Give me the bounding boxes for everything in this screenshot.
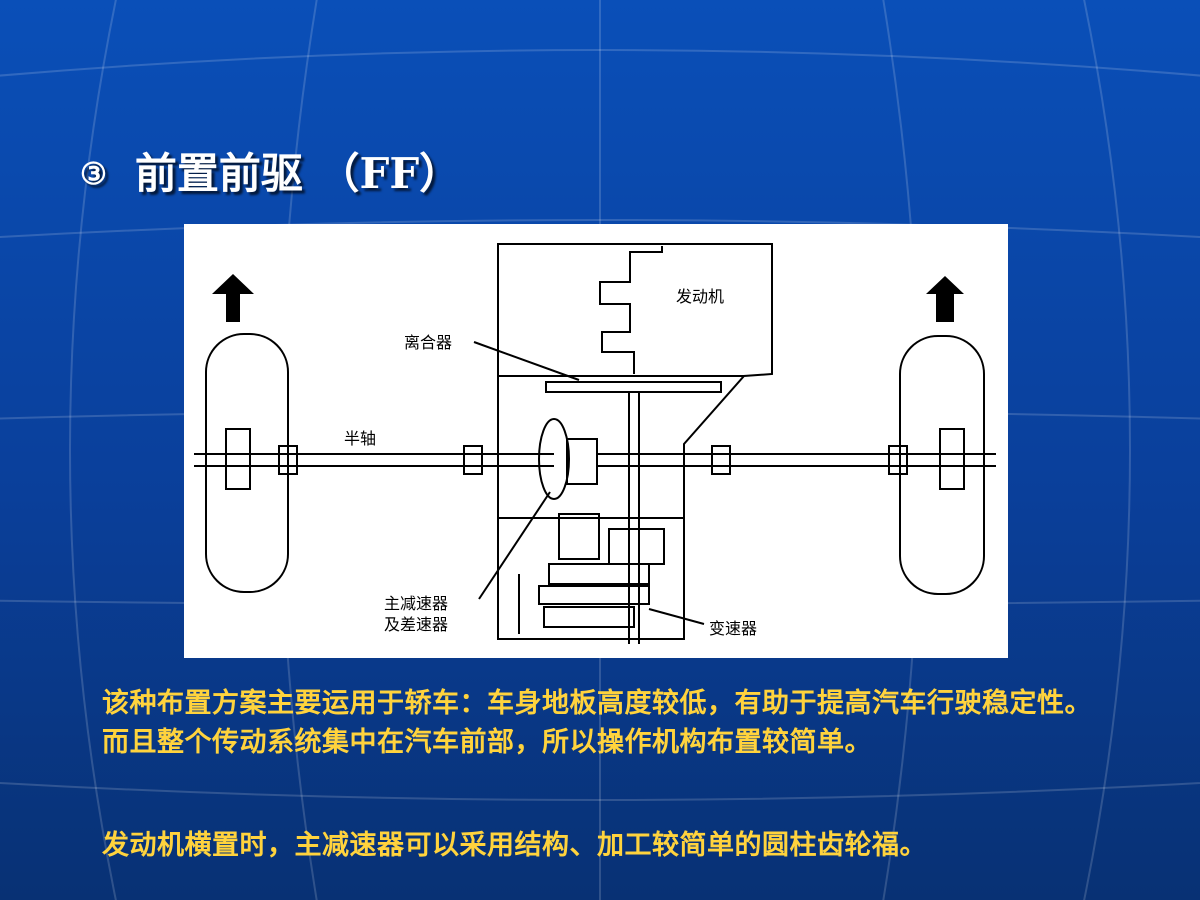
description-paragraph: 该种布置方案主要运用于轿车：车身地板高度较低，有助于提高汽车行驶稳定性。而且整个…: [102, 688, 1092, 758]
ff-drivetrain-diagram: 发动机 离合器 半轴 主减速器 及差速器 变速器: [184, 224, 1008, 658]
label-final-drive-line2: 及差速器: [384, 615, 448, 634]
slide-title: ③ 前置前驱 （FF）: [80, 140, 461, 201]
label-half-shaft: 半轴: [344, 429, 376, 448]
diagram-svg: 发动机 离合器 半轴 主减速器 及差速器 变速器: [194, 243, 996, 644]
final-drive: [538, 418, 570, 500]
label-final-drive-line1: 主减速器: [384, 594, 448, 613]
label-clutch: 离合器: [404, 333, 452, 352]
right-wheel: [899, 335, 985, 595]
arrow-up-icon: [926, 276, 964, 322]
gearbox-housing: [497, 517, 685, 640]
title-number: ③: [80, 157, 107, 192]
left-wheel: [205, 333, 289, 593]
title-text: 前置前驱 （FF）: [134, 149, 462, 198]
note-paragraph: 发动机横置时，主减速器可以采用结构、加工较简单的圆柱齿轮福。: [102, 830, 927, 861]
arrow-up-icon: [212, 274, 254, 322]
label-gearbox: 变速器: [709, 619, 757, 638]
label-engine: 发动机: [676, 287, 724, 306]
clutch-plate: [545, 381, 722, 393]
